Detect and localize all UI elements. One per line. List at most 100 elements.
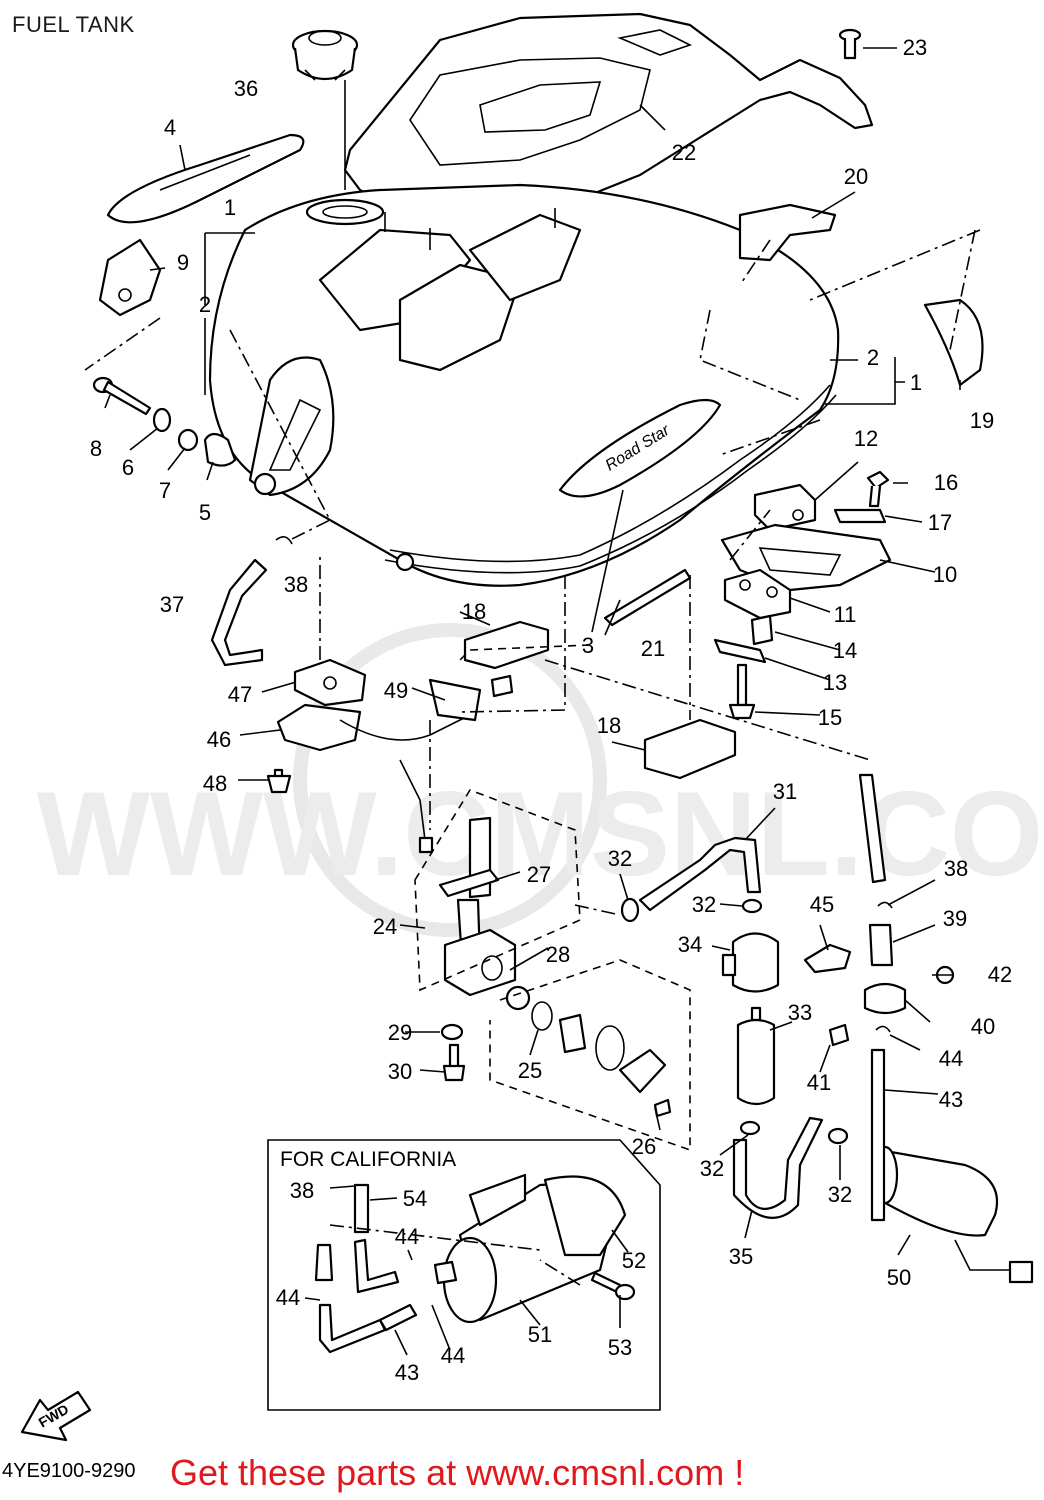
- clamp-part-32a: [620, 897, 640, 923]
- callout-25: 25: [518, 1058, 542, 1083]
- callout-34: 34: [678, 932, 702, 957]
- leader-lines: [84, 47, 981, 1356]
- bracket-part-52: [468, 1173, 627, 1257]
- screw-part-48: [266, 768, 292, 794]
- callout-51: 51: [528, 1322, 552, 1347]
- callout-38b: 38: [944, 856, 968, 881]
- callout-32a: 32: [608, 846, 632, 871]
- callout-43b: 43: [395, 1360, 419, 1385]
- bolt-part-8: [92, 376, 152, 416]
- clamp-part-32d: [827, 1127, 849, 1145]
- hose-part-43b: [318, 1238, 418, 1354]
- valve-part-cal: [314, 1243, 334, 1282]
- callout-50: 50: [887, 1265, 911, 1290]
- callout-26: 26: [632, 1134, 656, 1159]
- holder-part-40: [863, 982, 907, 1015]
- callout-49: 49: [384, 678, 408, 703]
- callout-19: 19: [970, 408, 994, 433]
- callout-45: 45: [810, 892, 834, 917]
- callout-3: 3: [582, 633, 594, 658]
- washer-part-17: [833, 508, 887, 524]
- bracket-part-45: [803, 943, 852, 974]
- valve-part-39: [868, 923, 894, 967]
- callout-53: 53: [608, 1335, 632, 1360]
- hose-part-54: [353, 1183, 370, 1234]
- callout-15: 15: [818, 705, 842, 730]
- rubber-mount-part-9: [98, 238, 162, 317]
- callout-52: 52: [622, 1248, 646, 1273]
- callout-28: 28: [546, 942, 570, 967]
- pad-part-18a: [463, 620, 550, 670]
- seat-cover-part-22: [343, 12, 874, 217]
- callout-37: 37: [160, 592, 184, 617]
- clamp-part-49: [428, 674, 514, 722]
- callout-9: 9: [177, 250, 189, 275]
- callout-6: 6: [122, 455, 134, 480]
- callout-14: 14: [833, 638, 857, 663]
- filter-part-50: [871, 1145, 1034, 1284]
- fuel-tank-part-1: Road Star: [208, 183, 840, 587]
- clamp-part-32b: [741, 898, 763, 914]
- callout-38a: 38: [284, 572, 308, 597]
- callout-41: 41: [807, 1070, 831, 1095]
- callout-4: 4: [164, 115, 176, 140]
- california-box: [267, 1139, 661, 1411]
- callout-38c: 38: [290, 1178, 314, 1203]
- callout-44c: 44: [276, 1285, 300, 1310]
- callout-7: 7: [159, 478, 171, 503]
- callout-11: 11: [834, 602, 857, 627]
- hose-part-43: [870, 1048, 886, 1222]
- diagram-code: 4YE9100-9290: [2, 1460, 136, 1482]
- callout-54: 54: [403, 1186, 427, 1211]
- callout-44b: 44: [395, 1224, 419, 1249]
- callout-47: 47: [228, 682, 252, 707]
- callout-2b: 2: [867, 345, 879, 370]
- callout-29: 29: [388, 1020, 412, 1045]
- damper-part-5: [203, 432, 237, 467]
- callout-1b: 1: [910, 370, 922, 395]
- bracket-part-20: [738, 203, 837, 262]
- lever-part-28: [505, 985, 531, 1011]
- promo-link-text[interactable]: Get these parts at www.cmsnl.com !: [170, 1452, 745, 1493]
- callout-16: 16: [934, 470, 958, 495]
- callout-32d: 32: [828, 1182, 852, 1207]
- sender-plate-part-47: [293, 658, 367, 707]
- hose-part-37: [210, 558, 268, 667]
- clip-part-44a: [875, 1025, 891, 1033]
- clamp-part-32c: [739, 1120, 761, 1136]
- callout-36: 36: [234, 76, 258, 101]
- collar-part-7: [177, 428, 199, 452]
- fwd-arrow: FWD: [20, 1390, 92, 1442]
- pump-part-34: [721, 932, 780, 993]
- hose-part-31: [638, 836, 762, 912]
- callout-5: 5: [199, 500, 211, 525]
- callout-20: 20: [844, 164, 868, 189]
- callout-39: 39: [943, 906, 967, 931]
- collar-part-14: [750, 614, 774, 646]
- callout-12: 12: [854, 426, 878, 451]
- screw-part-30: [442, 1043, 466, 1082]
- filter-part-33: [736, 1006, 776, 1106]
- callout-48: 48: [203, 771, 227, 796]
- callout-32b: 32: [692, 892, 716, 917]
- watermark: CMS WWW.CMSNL.COM: [0, 623, 1044, 937]
- callout-22: 22: [672, 140, 696, 165]
- callout-44d: 44: [441, 1343, 465, 1368]
- clip-part-38a: [275, 536, 293, 545]
- damper-part-11: [723, 568, 792, 620]
- callout-44a: 44: [939, 1046, 963, 1071]
- screw-part-41: [828, 1023, 850, 1047]
- washer-part-29: [440, 1023, 464, 1041]
- bolt-part-53: [590, 1271, 636, 1301]
- fuel-cap-part-36: [291, 29, 359, 81]
- strip-part-21: [603, 568, 692, 627]
- plate-part-12: [753, 483, 817, 532]
- callout-13: 13: [823, 670, 847, 695]
- callout-30: 30: [388, 1059, 412, 1084]
- callout-35: 35: [729, 1244, 753, 1269]
- callout-21: 21: [641, 636, 665, 661]
- washer-part-6: [152, 407, 172, 433]
- callout-1a: 1: [224, 195, 236, 220]
